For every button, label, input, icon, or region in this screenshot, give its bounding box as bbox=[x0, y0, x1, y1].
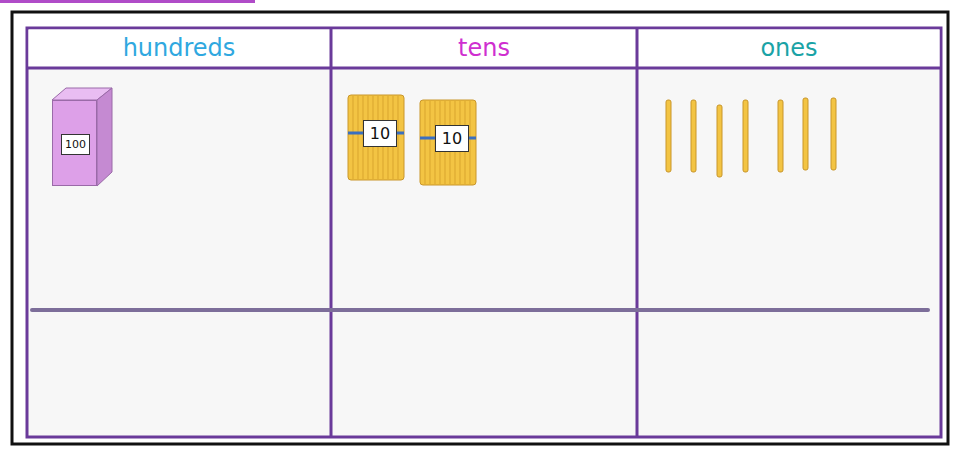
top-strip bbox=[0, 0, 255, 3]
one-stick bbox=[803, 98, 808, 170]
table-frame bbox=[27, 28, 941, 437]
cube-side bbox=[97, 88, 112, 186]
one-sticks bbox=[666, 98, 836, 177]
one-stick bbox=[666, 100, 671, 172]
value-label: 10 bbox=[363, 120, 397, 147]
header-rule bbox=[27, 67, 941, 70]
divider-line bbox=[32, 308, 928, 312]
ten-bundle bbox=[348, 95, 404, 180]
one-stick bbox=[831, 98, 836, 170]
bundle-body bbox=[348, 95, 404, 180]
one-stick bbox=[743, 100, 748, 172]
column-header: tens bbox=[332, 29, 636, 67]
column-header: hundreds bbox=[28, 29, 330, 67]
column-header: ones bbox=[638, 29, 940, 67]
ten-bundle-block: 10 bbox=[348, 95, 404, 180]
hundred-cube bbox=[52, 88, 112, 186]
ten-bundle bbox=[420, 100, 476, 185]
hundred-block: 100 bbox=[52, 100, 97, 186]
one-stick bbox=[717, 105, 722, 177]
header-label: ones bbox=[760, 34, 817, 62]
column-rule bbox=[330, 28, 333, 437]
bundle-sticks bbox=[353, 96, 398, 179]
value-label: 10 bbox=[435, 125, 469, 152]
column-rule bbox=[636, 28, 639, 437]
value-label: 100 bbox=[61, 134, 90, 155]
outer-frame bbox=[12, 12, 948, 444]
header-label: hundreds bbox=[123, 34, 236, 62]
bundle-sticks bbox=[425, 101, 470, 184]
bundle-body bbox=[420, 100, 476, 185]
one-stick bbox=[691, 100, 696, 172]
one-stick bbox=[778, 100, 783, 172]
header-label: tens bbox=[458, 34, 510, 62]
header-ground bbox=[29, 30, 940, 68]
ten-bundle-block: 10 bbox=[420, 100, 476, 185]
